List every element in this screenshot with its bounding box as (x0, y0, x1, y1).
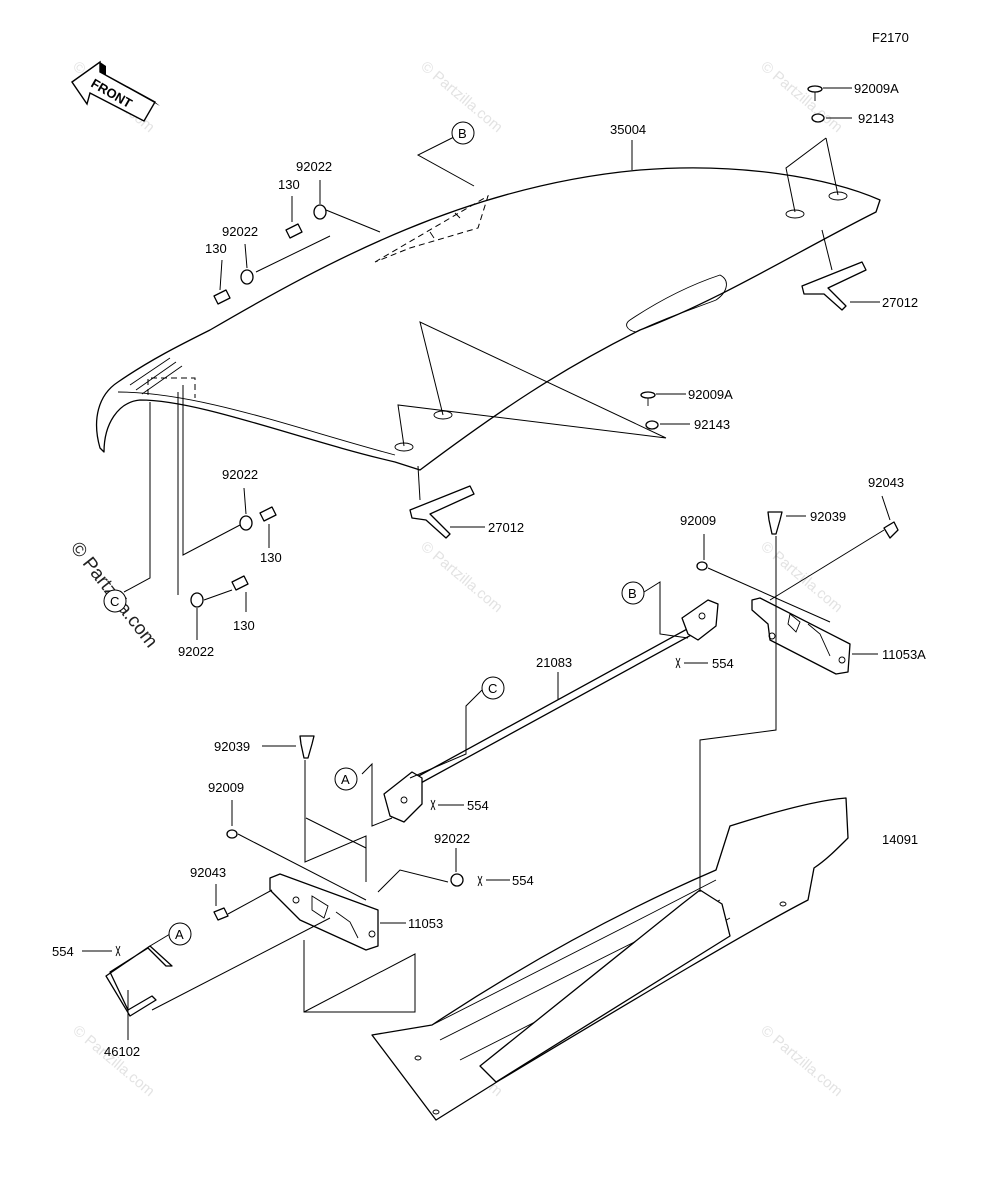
watermark: © Partzilla.com (757, 58, 845, 136)
label-35004: 35004 (610, 122, 646, 137)
label-11053: 11053 (408, 916, 443, 931)
label-92043-left: 92043 (190, 865, 226, 880)
watermark: © Partzilla.com (69, 1022, 157, 1100)
roof-panel (96, 167, 881, 471)
callout-a-mid: A (341, 772, 350, 787)
callout-a-lower: A (175, 927, 184, 942)
label-92009-right: 92009 (680, 513, 716, 528)
hardware (115, 85, 899, 957)
label-130-mid: 130 (260, 550, 282, 565)
callout-b-mid: B (628, 586, 637, 601)
label-92022-mid: 92022 (222, 467, 258, 482)
label-92143-mid: 92143 (694, 417, 730, 432)
callout-c-mid: C (488, 681, 497, 696)
callout-b-top: B (458, 126, 467, 141)
label-46102: 46102 (104, 1044, 140, 1059)
label-11053A: 11053A (882, 647, 926, 662)
part-labels: 35004 92009A 92143 27012 92022 130 92022… (52, 81, 926, 1059)
label-92022-top-2: 92022 (222, 224, 258, 239)
label-92043-right: 92043 (868, 475, 904, 490)
label-92009A-top: 92009A (854, 81, 899, 96)
label-92039-left: 92039 (214, 739, 250, 754)
label-92022-top: 92022 (296, 159, 332, 174)
cargo-tray-14091 (371, 797, 849, 1121)
label-554-lower: 554 (52, 944, 74, 959)
label-554-tray: 554 (512, 873, 534, 888)
callout-circles: B C B C A A (103, 121, 645, 946)
label-130-lower: 130 (233, 618, 255, 633)
leader-lines (82, 87, 891, 1040)
bracket-11053 (269, 873, 379, 951)
label-27012-lower: 27012 (488, 520, 524, 535)
label-21083: 21083 (536, 655, 572, 670)
label-130-top-2: 130 (205, 241, 227, 256)
label-92022-tray: 92022 (434, 831, 470, 846)
label-92143-top: 92143 (858, 111, 894, 126)
label-92039-right: 92039 (810, 509, 846, 524)
label-92009-left: 92009 (208, 780, 244, 795)
label-27012-upper: 27012 (882, 295, 918, 310)
handle-46102 (105, 945, 173, 1017)
label-554-mid: 554 (467, 798, 489, 813)
stay-rod (383, 599, 719, 823)
bracket-27012-upper (801, 261, 867, 311)
label-92022-lower: 92022 (178, 644, 214, 659)
figure-code: F2170 (872, 30, 909, 45)
watermark: © Partzilla.com (757, 1022, 845, 1100)
bracket-27012-lower (409, 485, 475, 539)
label-130-top: 130 (278, 177, 300, 192)
callout-c-left: C (110, 594, 119, 609)
label-92009A-mid: 92009A (688, 387, 733, 402)
watermark: © Partzilla.com (417, 538, 505, 616)
label-554-right: 554 (712, 656, 734, 671)
label-14091: 14091 (882, 832, 918, 847)
